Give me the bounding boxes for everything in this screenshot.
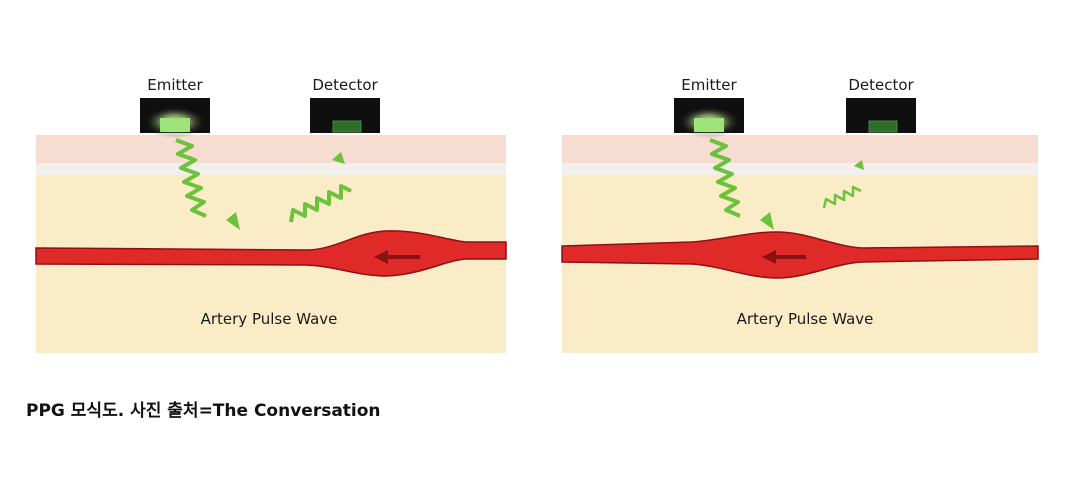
ppg-panel-left: Emitter Detector Artery Pulse Wave [35,60,507,360]
blood-flow-arrow [374,250,420,264]
ppg-panel-right: Emitter Detector Artery Pulse Wave [561,60,1039,360]
ppg-diagram-left [35,98,507,353]
emitter-label: Emitter [147,76,203,94]
emitter-led [694,118,724,132]
detector-label: Detector [848,76,914,94]
skin-white-band [562,163,1038,175]
ppg-diagram-right [561,98,1039,353]
skin-layer [36,135,506,165]
detector-led [332,120,362,133]
emitter-label: Emitter [681,76,737,94]
figure-caption: PPG 모식도. 사진 출처=The Conversation [26,401,381,421]
incident-light-arrow [709,138,774,230]
skin-layer [562,135,1038,165]
detector-label: Detector [312,76,378,94]
emitter-led [160,118,190,132]
blood-flow-arrow [762,250,806,264]
artery [35,230,507,277]
reflected-light-arrow [289,152,352,223]
artery-label: Artery Pulse Wave [736,310,874,328]
reflected-light-arrow-weak [822,160,864,209]
artery-label: Artery Pulse Wave [200,310,338,328]
incident-light-arrow [175,138,240,230]
detector-led [868,120,898,133]
skin-white-band [36,163,506,175]
